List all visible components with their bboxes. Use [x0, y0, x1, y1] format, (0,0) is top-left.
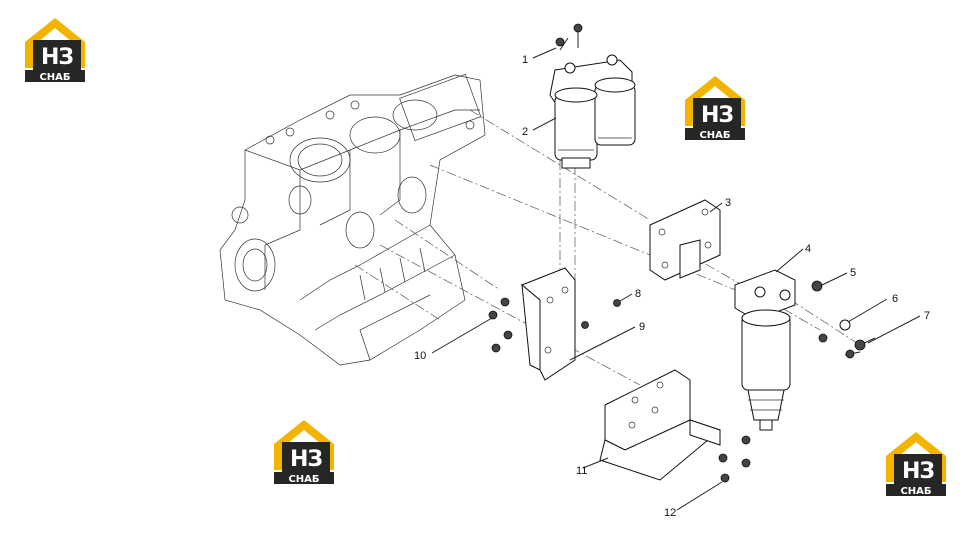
callout-6: 6	[892, 293, 898, 305]
fasteners	[488, 280, 876, 483]
callout-7: 7	[924, 310, 930, 322]
callout-8: 8	[635, 288, 641, 300]
logo-top-right	[685, 76, 745, 141]
double-fuel-filter	[549, 54, 636, 169]
callout-11: 11	[576, 465, 587, 477]
logo-top-left	[25, 18, 85, 83]
callout-12: 12	[664, 507, 676, 519]
callout-2: 2	[522, 126, 528, 138]
callout-1: 1	[522, 54, 528, 66]
mounting-plate	[649, 199, 721, 281]
engine-block	[219, 73, 486, 366]
callout-numbers: 1 2 3 4 5 6 7 8 9 10 11 12	[414, 54, 930, 519]
callout-5: 5	[850, 267, 856, 279]
bolt-pair-1	[555, 23, 583, 51]
filter-bracket	[521, 267, 576, 381]
single-fuel-filter	[734, 269, 796, 431]
callout-4: 4	[805, 243, 811, 255]
callout-3: 3	[725, 197, 731, 209]
dashed-projection-lines	[354, 109, 861, 386]
mounting-tray	[599, 369, 722, 481]
callout-9: 9	[639, 321, 645, 333]
logo-bottom-right	[886, 432, 946, 497]
callout-leaders	[431, 47, 921, 511]
callout-10: 10	[414, 350, 426, 362]
logo-bottom-center	[274, 420, 334, 485]
